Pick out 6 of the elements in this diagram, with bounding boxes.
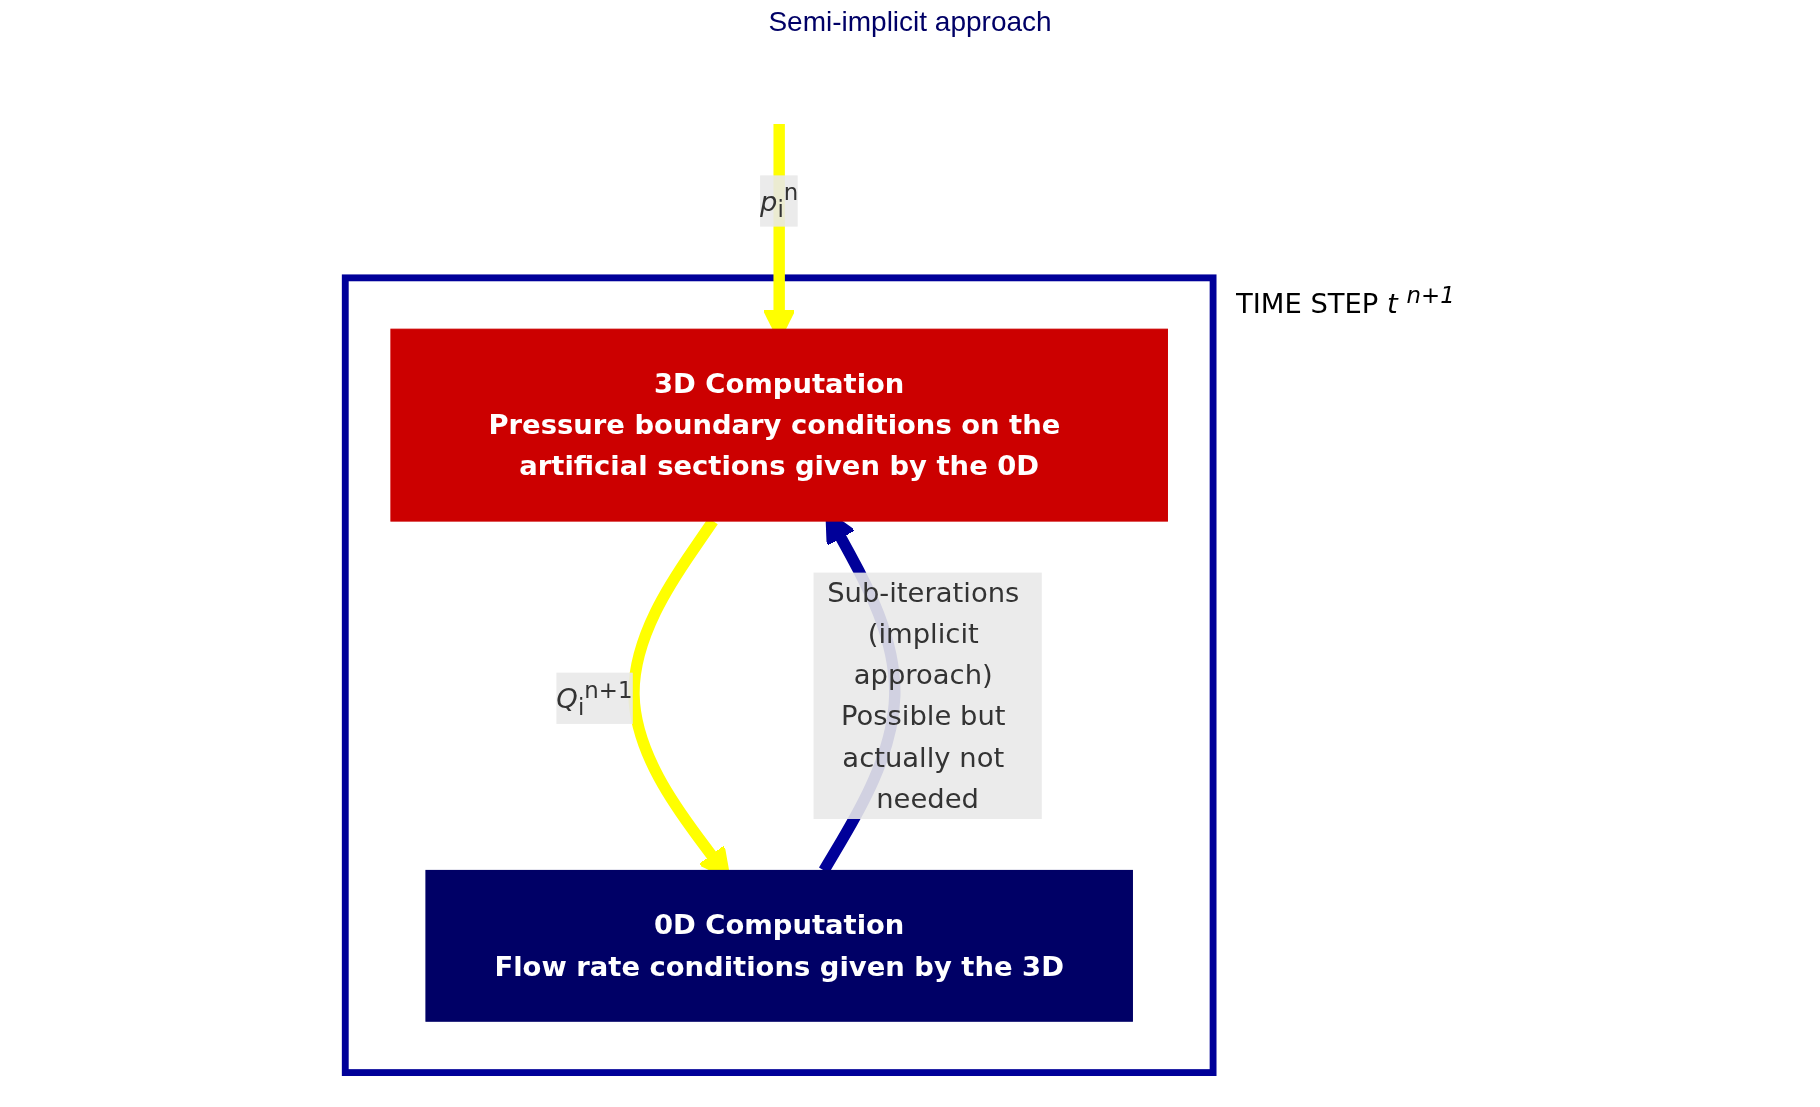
- node-label: TIME STEP t $^{n+1}$: [1235, 281, 1455, 321]
- cluster: [341, 274, 1217, 1076]
- edge-label: Sub-iterations (implicit approach) Possible but actually not needed: [827, 577, 1020, 815]
- node-box: 3D Computation Pressure boundary conditions on the artificial sections given by the 0D: [390, 328, 1168, 522]
- node-box: 0D Computation Flow rate conditions given by the 3D: [425, 869, 1133, 1022]
- diagram-title: Semi-implicit approach: [767, 6, 1053, 38]
